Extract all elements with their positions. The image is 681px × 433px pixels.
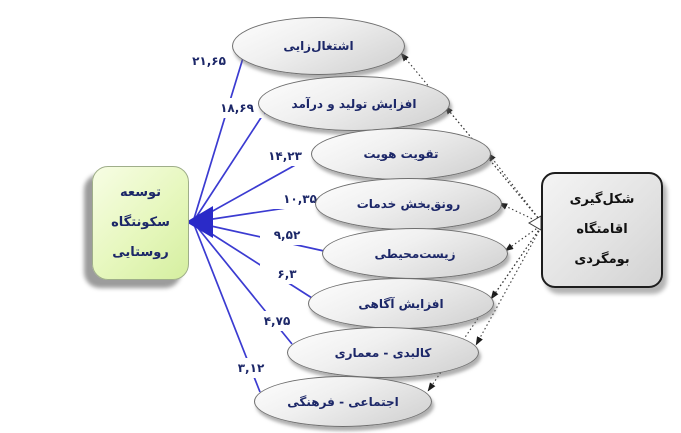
factor-node-physical-architecture: کالبدی - معماری	[287, 327, 479, 378]
factor-node-social-cultural: اجتماعی - فرهنگی	[254, 376, 432, 427]
factor-node-awareness: افزایش آگاهی	[308, 278, 494, 329]
factor-label: زیست‌محیطی	[374, 246, 456, 261]
link-right-7	[475, 223, 544, 346]
weight-label: ۱۰,۳۵	[273, 189, 327, 209]
link-right-2	[444, 105, 544, 225]
factor-node-services: رونق‌بخش خدمات	[315, 178, 502, 230]
weight-label: ۹,۵۲	[260, 225, 314, 245]
weight-label: ۳,۱۲	[224, 358, 278, 378]
node-line: روستایی	[112, 244, 169, 260]
weight-label: ۴,۷۵	[250, 311, 304, 331]
link-right-3	[487, 152, 544, 225]
factor-label: افزایش آگاهی	[358, 296, 444, 311]
node-line: اقامتگاه	[576, 222, 628, 238]
factor-node-production-income: افزایش تولید و درآمد	[258, 76, 450, 131]
node-line: شکل‌گیری	[569, 192, 635, 208]
link-left-2	[192, 109, 267, 223]
node-line: سکونتگاه	[111, 215, 170, 231]
factor-label: اجتماعی - فرهنگی	[287, 394, 399, 409]
factor-node-employment: اشتغال‌زایی	[232, 17, 405, 75]
weight-label: ۶,۳	[260, 264, 314, 284]
factor-node-environmental: زیست‌محیطی	[322, 228, 508, 279]
weight-label: ۱۸,۶۹	[210, 98, 264, 118]
weight-label: ۲۱,۶۵	[182, 51, 236, 71]
source-node-rural-settlement-development: توسعه سکونتگاه روستایی	[92, 166, 189, 280]
link-left-5	[192, 221, 325, 252]
factor-label: افزایش تولید و درآمد	[291, 96, 417, 111]
factor-label: تقویت هویت	[363, 147, 439, 161]
factor-node-identity: تقویت هویت	[311, 128, 491, 180]
factor-label: کالبدی - معماری	[334, 345, 432, 360]
factor-label: رونق‌بخش خدمات	[356, 197, 461, 211]
link-left-1	[192, 57, 244, 223]
weight-label: ۱۴,۲۳	[258, 146, 312, 166]
node-line: توسعه	[119, 185, 162, 201]
target-node-ecolodge-formation: شکل‌گیری اقامتگاه بومگردی	[541, 172, 663, 288]
factor-label: اشتغال‌زایی	[283, 39, 354, 53]
blue-arrowhead-icon	[186, 206, 213, 238]
node-line: بومگردی	[574, 251, 630, 267]
